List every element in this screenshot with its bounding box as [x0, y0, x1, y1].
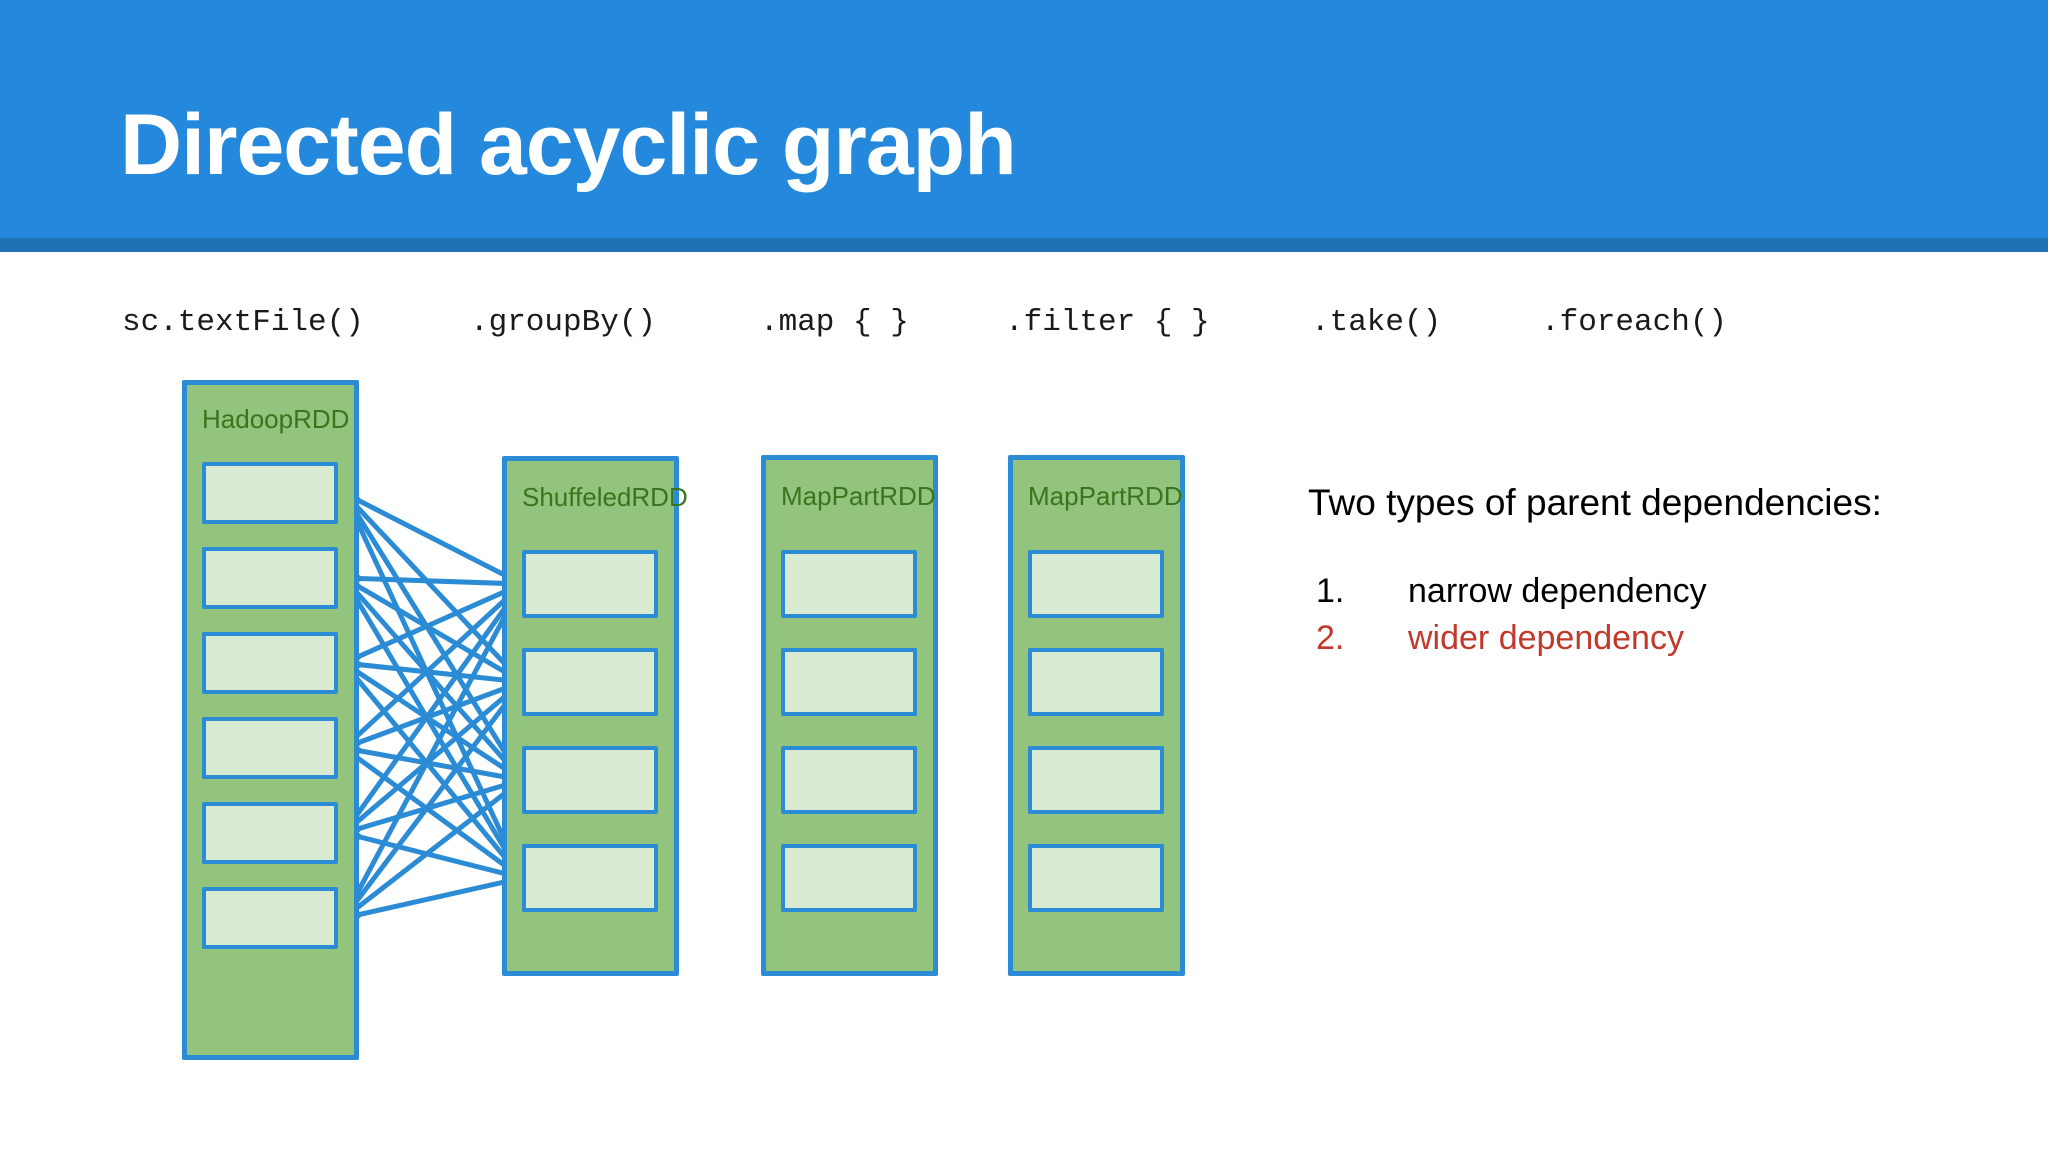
rdd-partition[interactable] [781, 746, 917, 814]
slide-header-stripe [0, 238, 2048, 252]
rdd-label-2: MapPartRDD [781, 481, 936, 511]
dependency-edge [333, 680, 524, 845]
dependency-edge [338, 735, 523, 783]
pipeline-step-label-0: sc.textFile() [122, 305, 364, 340]
pipeline-step-label-4: .take() [1311, 305, 1442, 340]
rdd-partition[interactable] [522, 844, 658, 912]
legend-item-text: narrow dependency [1408, 572, 1707, 610]
rdd-label-3: MapPartRDD [1028, 481, 1183, 511]
rdd-partition[interactable] [781, 844, 917, 912]
rdd-partition[interactable] [202, 632, 338, 694]
rdd-partition[interactable] [781, 550, 917, 618]
dependency-edge [331, 582, 525, 927]
rdd-partition[interactable] [202, 462, 338, 524]
page-title: Directed acyclic graph [120, 97, 1017, 193]
pipeline-step-label-2: .map { } [760, 305, 909, 340]
dependency-edge [332, 680, 524, 928]
dependency-edge [336, 679, 523, 761]
rdd-partition[interactable] [781, 648, 917, 716]
rdd-label-0: HadoopRDD [202, 404, 350, 434]
dependency-edge [335, 565, 524, 685]
pipeline-step-label-1: .groupBy() [470, 305, 657, 340]
dependency-edge [339, 650, 523, 685]
dependency-edge [335, 480, 524, 587]
dependency-edge [331, 485, 525, 880]
pipeline-step-labels: sc.textFile() .groupBy() .map { } .filter {… [0, 305, 2048, 353]
dependency-edge [331, 569, 525, 880]
rdd-partition[interactable] [1028, 746, 1164, 814]
legend-item-1: 2. wider dependency [1308, 619, 2008, 666]
dependency-edge [334, 650, 524, 783]
legend-item-text: wider dependency [1408, 619, 1684, 657]
pipeline-step-label-3: .filter { } [1005, 305, 1210, 340]
dependency-edge [337, 777, 523, 846]
dependency-edge [333, 778, 524, 930]
legend-item-number: 2. [1316, 619, 1345, 657]
pipeline-step-label-5: .foreach() [1541, 305, 1728, 340]
dependency-edge [333, 582, 524, 760]
slide-header-bar [0, 0, 2048, 238]
rdd-label-1: ShuffeledRDD [522, 482, 688, 512]
rdd-partition[interactable] [522, 550, 658, 618]
rdd-partition[interactable] [1028, 550, 1164, 618]
legend-block: Two types of parent dependencies: 1. narr… [1308, 482, 2008, 657]
dependency-edge [338, 875, 523, 931]
legend-heading: Two types of parent dependencies: [1308, 482, 1882, 523]
dependency-edge [331, 483, 525, 782]
dependency-edge [332, 567, 524, 782]
rdd-partition[interactable] [1028, 844, 1164, 912]
legend-list: 1. narrow dependency 2. wider dependency [1308, 572, 2008, 666]
dependency-edge [332, 652, 524, 880]
rdd-partition[interactable] [202, 717, 338, 779]
dependency-edge [334, 736, 524, 881]
rdd-partition[interactable] [202, 547, 338, 609]
rdd-partition[interactable] [202, 887, 338, 949]
rdd-partition[interactable] [1028, 648, 1164, 716]
rdd-partition[interactable] [522, 746, 658, 814]
dependency-edge [332, 482, 524, 684]
dependency-edge [336, 581, 524, 676]
dependency-edge [332, 582, 525, 843]
dependency-edge [338, 820, 523, 881]
legend-item-0: 1. narrow dependency [1308, 572, 2008, 619]
legend-item-number: 1. [1316, 572, 1345, 610]
dependency-edge [340, 565, 523, 591]
rdd-partition[interactable] [202, 802, 338, 864]
rdd-partition[interactable] [522, 648, 658, 716]
